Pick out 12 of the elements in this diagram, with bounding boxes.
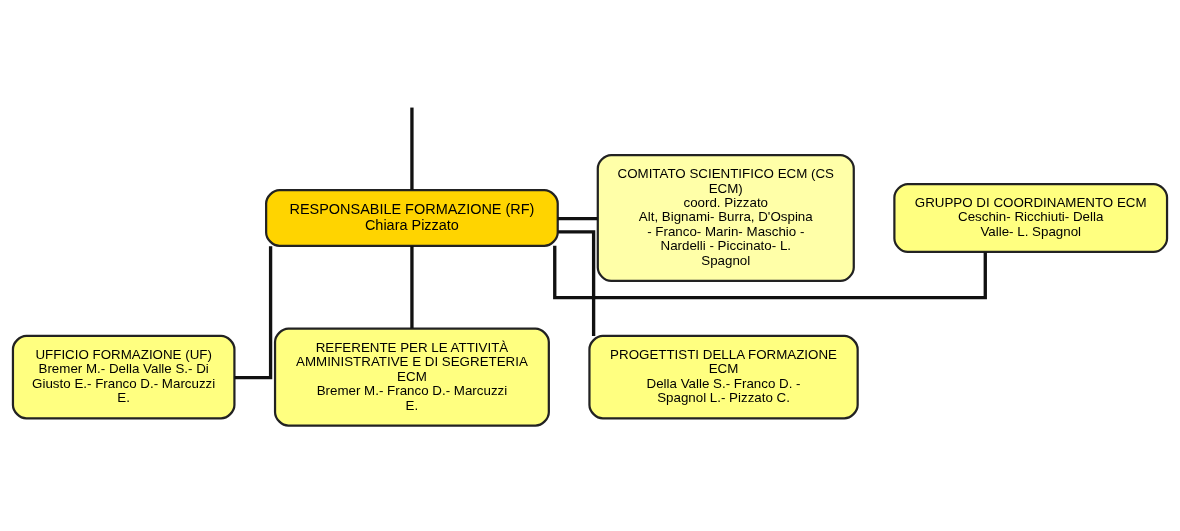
node-box: PROGETTISTI DELLA FORMAZIONE ECM Della Valle S.- Franco D. - Spagnol L.- Pizzato C. [588, 334, 859, 419]
connector [553, 245, 987, 299]
node-box: GRUPPO DI COORDINAMENTO ECM Ceschin- Ricchiuti- Della Valle- L. Spagnol [893, 182, 1169, 253]
node-box: UFFICIO FORMAZIONE (UF) Bremer M.- Della Valle S.- Di Giusto E.- Franco D.- Marcuzzi E. [11, 334, 236, 419]
node-box: REFERENTE PER LE ATTIVITÀ AMMINISTRATIVE E DI SEGRETERIA ECM Bremer M.- Franco D.- Marcuzzi E. [273, 327, 550, 427]
connector [410, 245, 414, 328]
connector [558, 229, 596, 336]
node-box: RESPONSABILE FORMAZIONE (RF) Chiara Pizzato [265, 188, 559, 247]
node-box: COMITATO SCIENTIFICO ECM (CS ECM) coord. Pizzato Alt, Bignami- Burra, D'Ospina - Franco- Marin- Maschio - Nardelli - Piccinato- L. Spagnol [596, 153, 855, 282]
connector [557, 216, 598, 220]
connector [410, 107, 414, 190]
connector [234, 245, 273, 379]
